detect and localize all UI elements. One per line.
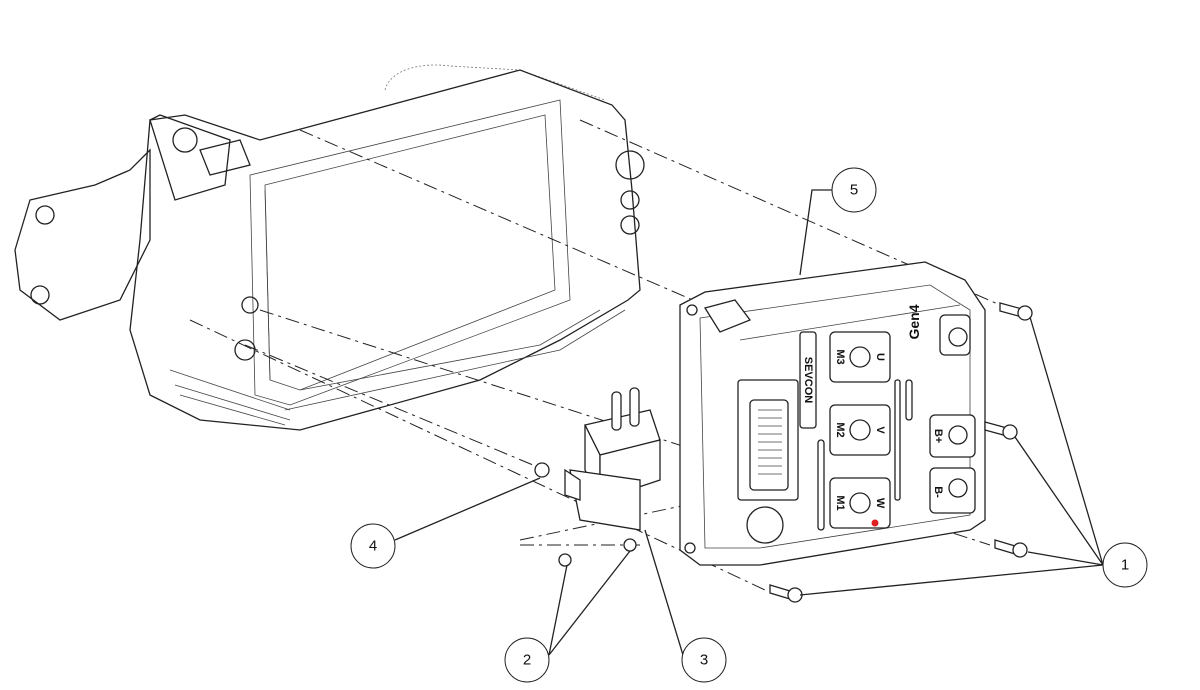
bracket-assembly [534,387,661,567]
bolt-icon [769,584,803,603]
svg-text:2: 2 [523,652,531,669]
svg-text:3: 3 [700,652,708,669]
callout-4: 4 [350,523,396,569]
leader-lines [394,189,1104,656]
terminal-b-minus: B- [929,467,976,514]
svg-text:5: 5 [850,182,858,199]
terminal-m3: M3 U [829,331,891,383]
svg-text:4: 4 [369,538,377,555]
svg-text:1: 1 [1121,557,1129,574]
callout-5: 5 [831,167,877,213]
model-label: Gen4 [906,304,922,339]
motor-controller: SEVCON Gen4 M3 U M2 V M1 W [679,261,986,566]
svg-text:U: U [874,353,886,361]
bolt-icon [994,539,1028,558]
bolt-icon [999,302,1033,321]
brand-label: SEVCON [802,357,814,404]
svg-text:B-: B- [932,486,944,498]
svg-text:M2: M2 [834,422,846,437]
callout-2: 2 [504,637,550,683]
terminal-m1: M1 W [829,477,891,529]
controller-bolts [769,302,1033,603]
svg-text:M3: M3 [834,349,846,364]
svg-text:V: V [874,426,886,434]
terminal-m2: M2 V [829,404,891,456]
red-marker [871,519,879,527]
callout-3: 3 [681,637,727,683]
bolt-icon [984,421,1018,440]
chassis-frame [14,64,645,431]
callout-1: 1 [1102,542,1148,588]
terminal-b-top [939,314,971,356]
svg-text:M1: M1 [834,495,846,510]
terminal-b-plus: B+ [929,414,976,458]
svg-text:B+: B+ [932,429,944,443]
svg-text:W: W [874,498,886,509]
